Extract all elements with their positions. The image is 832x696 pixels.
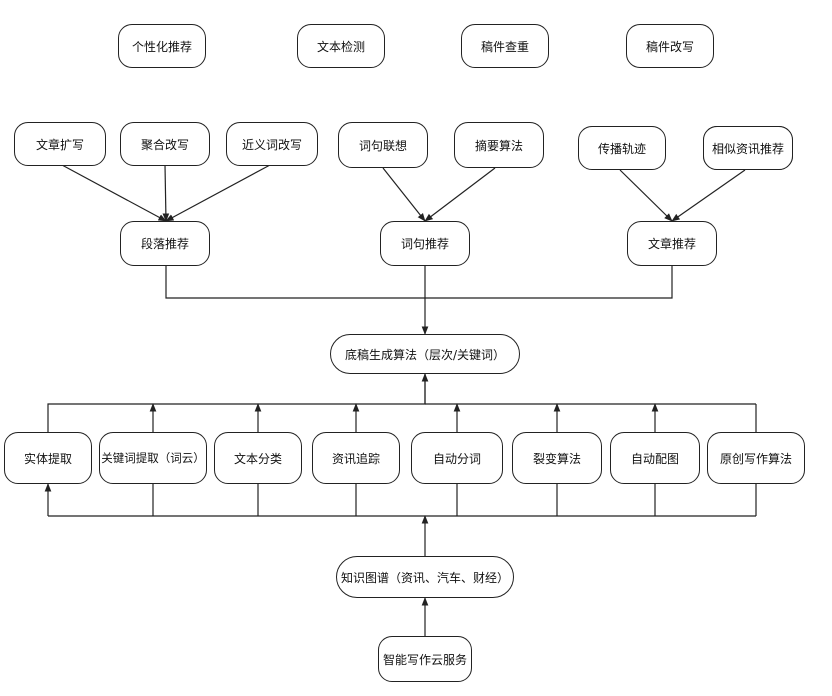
node-manuscript-rewrite: 稿件改写 xyxy=(626,24,714,68)
node-article-recommend: 文章推荐 xyxy=(627,221,717,266)
edge-recommenders-bus xyxy=(165,266,673,299)
node-original-writing: 原创写作算法 xyxy=(707,432,805,484)
node-paragraph-recommend: 段落推荐 xyxy=(120,221,210,266)
node-synonym-rewrite: 近义词改写 xyxy=(226,122,318,166)
node-word-segmentation: 自动分词 xyxy=(411,432,503,484)
edge-association-to-sentence xyxy=(382,167,426,222)
node-article-expand: 文章扩写 xyxy=(14,122,106,166)
node-similar-news-recommend-label: 相似资讯推荐 xyxy=(703,126,793,170)
node-keyword-extraction: 关键词提取（词云） xyxy=(99,432,207,484)
edge-aggregate-to-paragraph xyxy=(162,164,170,222)
edge-summary-to-sentence xyxy=(424,167,496,222)
node-propagation-trace: 传播轨迹 xyxy=(578,126,666,170)
edge-core-to-top-bus xyxy=(47,373,426,432)
node-knowledge-graph: 知识图谱（资讯、汽车、财经） xyxy=(336,556,514,598)
node-personalized-recommend: 个性化推荐 xyxy=(118,24,206,68)
node-summary-algorithm: 摘要算法 xyxy=(454,122,544,168)
node-word-association: 词句联想 xyxy=(338,122,428,168)
edge-expand-to-paragraph xyxy=(61,164,167,222)
edge-propagation-to-article xyxy=(619,169,673,222)
node-entity-extraction: 实体提取 xyxy=(4,432,92,484)
node-draft-generation-core: 底稿生成算法（层次/关键词） xyxy=(330,334,520,374)
node-aggregate-rewrite: 聚合改写 xyxy=(120,122,210,166)
edge-similar-to-article xyxy=(671,169,746,222)
node-plagiarism-check: 稿件查重 xyxy=(461,24,549,68)
node-news-tracking: 资讯追踪 xyxy=(312,432,400,484)
node-text-classification: 文本分类 xyxy=(214,432,302,484)
node-cloud-service: 智能写作云服务 xyxy=(378,636,472,682)
edge-synonym-to-paragraph xyxy=(165,164,271,222)
node-auto-image: 自动配图 xyxy=(610,432,700,484)
node-fission-algorithm: 裂变算法 xyxy=(512,432,602,484)
node-text-detection: 文本检测 xyxy=(297,24,385,68)
node-sentence-recommend: 词句推荐 xyxy=(380,221,470,266)
